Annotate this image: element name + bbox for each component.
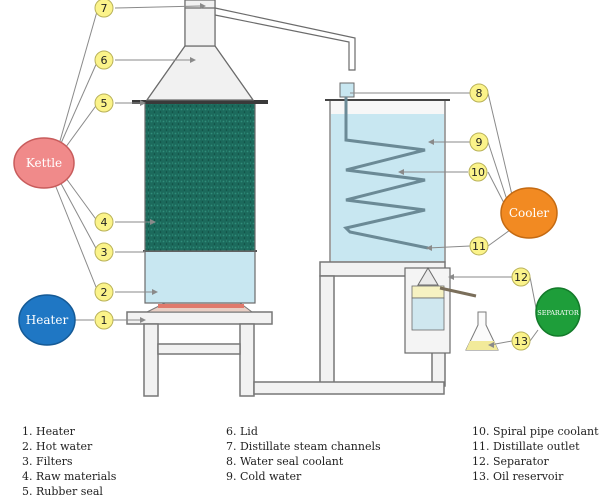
- water-seal-box: [339, 82, 355, 98]
- marker-2: 2: [94, 282, 114, 302]
- marker-1: 1: [94, 310, 114, 330]
- legend-item: 9. Cold water: [226, 470, 302, 483]
- legend-item: 2. Hot water: [22, 440, 93, 453]
- legend-column-1: 1. Heater 2. Hot water 3. Filters 4. Raw ma…: [22, 424, 116, 499]
- marker-label-7: 7: [101, 2, 108, 15]
- cooler-bubble: Cooler: [500, 187, 558, 239]
- legend-item: 3. Filters: [22, 455, 73, 468]
- marker-label-9: 9: [476, 136, 483, 149]
- heater-stand: [126, 311, 273, 397]
- legend-item: 7. Distillate steam channels: [226, 440, 381, 453]
- cooler-label: Cooler: [509, 206, 550, 220]
- legend-item: 1. Heater: [22, 425, 75, 438]
- hot-water-section: [144, 250, 256, 304]
- raw-materials-chamber: [144, 102, 256, 252]
- legend-item: 4. Raw materials: [22, 470, 117, 483]
- spiral-pipe-coolant: [343, 97, 429, 250]
- marker-label-13: 13: [514, 335, 528, 348]
- marker-4: 4: [94, 212, 114, 232]
- legend-item: 8. Water seal coolant: [226, 455, 344, 468]
- marker-11: 11: [469, 236, 489, 256]
- marker-label-11: 11: [472, 240, 486, 253]
- cooler-apparatus: [253, 82, 499, 395]
- cold-water: [331, 114, 444, 261]
- marker-label-3: 3: [101, 246, 108, 259]
- leader-arrowheads: [140, 3, 494, 348]
- marker-12: 12: [511, 267, 531, 287]
- marker-label-4: 4: [101, 216, 108, 229]
- legend-column-3: 10. Spiral pipe coolant 11. Distillate ou…: [472, 424, 599, 484]
- marker-label-5: 5: [101, 97, 108, 110]
- marker-label-12: 12: [514, 271, 528, 284]
- marker-8: 8: [469, 83, 489, 103]
- separator-label: SEPARATOR: [537, 309, 580, 317]
- marker-label-6: 6: [101, 54, 108, 67]
- marker-3: 3: [94, 242, 114, 262]
- marker-label-1: 1: [101, 314, 108, 327]
- marker-label-2: 2: [101, 286, 108, 299]
- legend-item: 5. Rubber seal: [22, 485, 103, 498]
- heater-element: [158, 304, 244, 308]
- leader-lines: [53, 5, 539, 346]
- heater-label: Heater: [26, 313, 69, 327]
- kettle-label: Kettle: [26, 156, 62, 170]
- heater-bubble: Heater: [18, 294, 76, 346]
- legend-item: 13. Oil reservoir: [472, 470, 564, 483]
- distillation-diagram: Kettle Heater Cooler SEPARATOR 123456789…: [13, 0, 581, 397]
- legend-item: 12. Separator: [472, 455, 549, 468]
- legend-item: 6. Lid: [226, 425, 258, 438]
- marker-label-10: 10: [471, 166, 485, 179]
- marker-6: 6: [94, 50, 114, 70]
- marker-7: 7: [94, 0, 114, 18]
- marker-10: 10: [468, 162, 488, 182]
- legend-item: 10. Spiral pipe coolant: [472, 425, 599, 438]
- marker-13: 13: [511, 331, 531, 351]
- kettle-apparatus: [126, 0, 273, 397]
- legend-column-2: 6. Lid 7. Distillate steam channels 8. Wat…: [226, 424, 381, 484]
- legend-item: 11. Distillate outlet: [472, 440, 580, 453]
- rubber-seal: [132, 100, 268, 104]
- marker-label-8: 8: [476, 87, 483, 100]
- kettle-bubble: Kettle: [13, 137, 75, 189]
- marker-9: 9: [469, 132, 489, 152]
- separator-bubble: SEPARATOR: [535, 287, 581, 337]
- marker-5: 5: [94, 93, 114, 113]
